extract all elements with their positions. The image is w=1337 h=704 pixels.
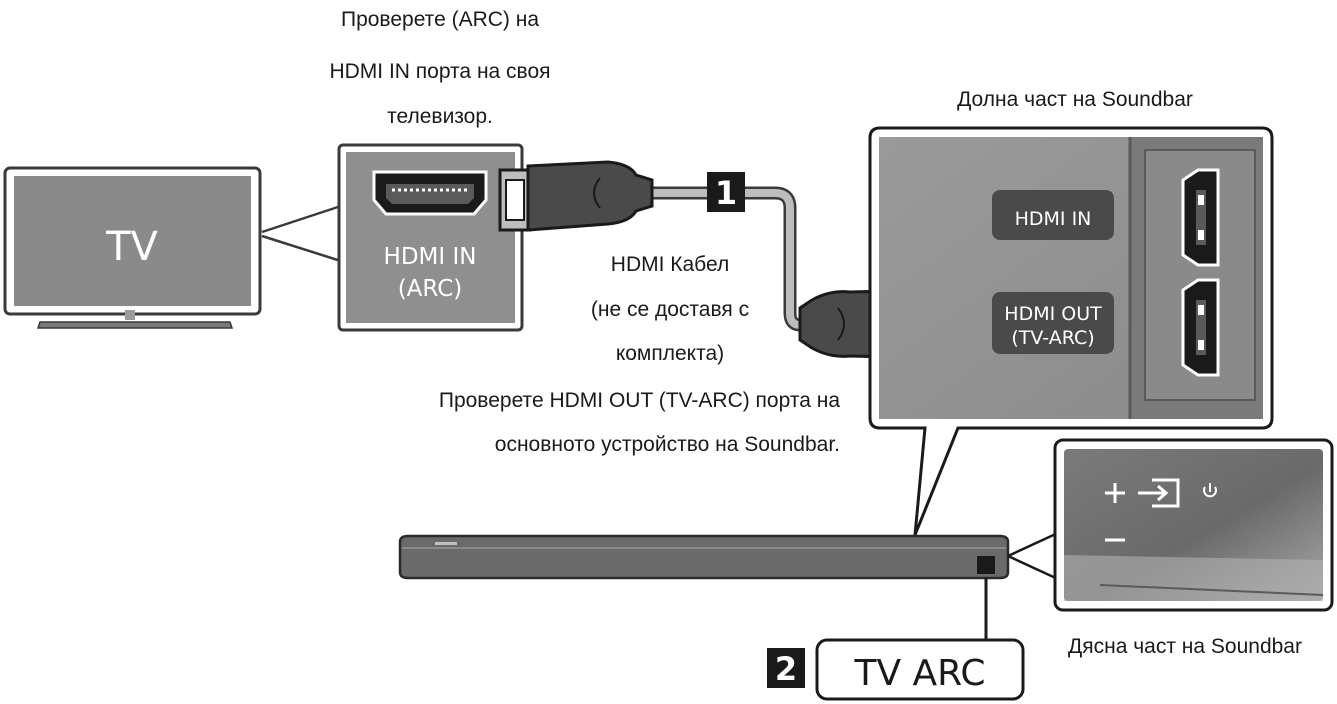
- soundbar-hdmi-in-label: HDMI IN: [1015, 208, 1092, 230]
- step-2-badge: 2: [767, 648, 805, 688]
- step-2-number: 2: [775, 650, 797, 688]
- tv-port-label-line1: HDMI IN: [384, 244, 477, 270]
- soundbar-right-side-callout: [1007, 438, 1334, 612]
- soundbar-hdmi-out-port-icon: [1181, 278, 1220, 377]
- soundbar-note-line1: Проверете HDMI OUT (TV-ARC) порта на: [438, 389, 840, 412]
- tv-hdmi-note-line1: Проверете (ARC) на: [340, 8, 540, 31]
- power-icon: [1203, 483, 1217, 498]
- source-input-icon: [1138, 478, 1180, 508]
- tv-illustration: TV: [3, 166, 262, 329]
- step-1-number: 1: [715, 174, 737, 212]
- tv-arc-button-label: TV ARC: [853, 653, 985, 694]
- soundbar-hdmi-in-port-icon: [1181, 168, 1220, 267]
- tv-hdmi-note-line3: телевизор.: [387, 105, 493, 128]
- soundbar-bottom-callout: HDMI IN HDMI OUT (TV-ARC): [868, 126, 1274, 536]
- tv-hdmi-note-line2: HDMI IN порта на своя: [329, 60, 551, 83]
- tv-label: TV: [105, 224, 158, 270]
- cable-line2: (не се доставя с: [590, 298, 750, 321]
- tv-port-label-line2: (ARC): [398, 276, 463, 302]
- soundbar-note-line2: основното устройство на Soundbar.: [494, 433, 840, 456]
- plus-icon: [1105, 483, 1125, 503]
- cable-line1: HDMI Кабел: [610, 253, 730, 276]
- tv-arc-button: TV ARC: [815, 638, 1025, 701]
- cable-line3: комплекта): [615, 342, 725, 365]
- right-side-label: Дясна част на Soundbar: [1068, 635, 1302, 658]
- soundbar-body: [398, 534, 1010, 580]
- hdmi-connector-tv-end: [498, 160, 654, 232]
- bottom-of-soundbar-label: Долна част на Soundbar: [957, 88, 1193, 111]
- hdmi-port-icon: [372, 170, 488, 216]
- step-1-badge: 1: [707, 172, 745, 212]
- soundbar-hdmi-out-label-line1: HDMI OUT: [1004, 303, 1102, 325]
- soundbar-hdmi-out-label-line2: (TV-ARC): [1011, 327, 1094, 349]
- tv-hdmi-port-panel: HDMI IN (ARC): [337, 143, 524, 332]
